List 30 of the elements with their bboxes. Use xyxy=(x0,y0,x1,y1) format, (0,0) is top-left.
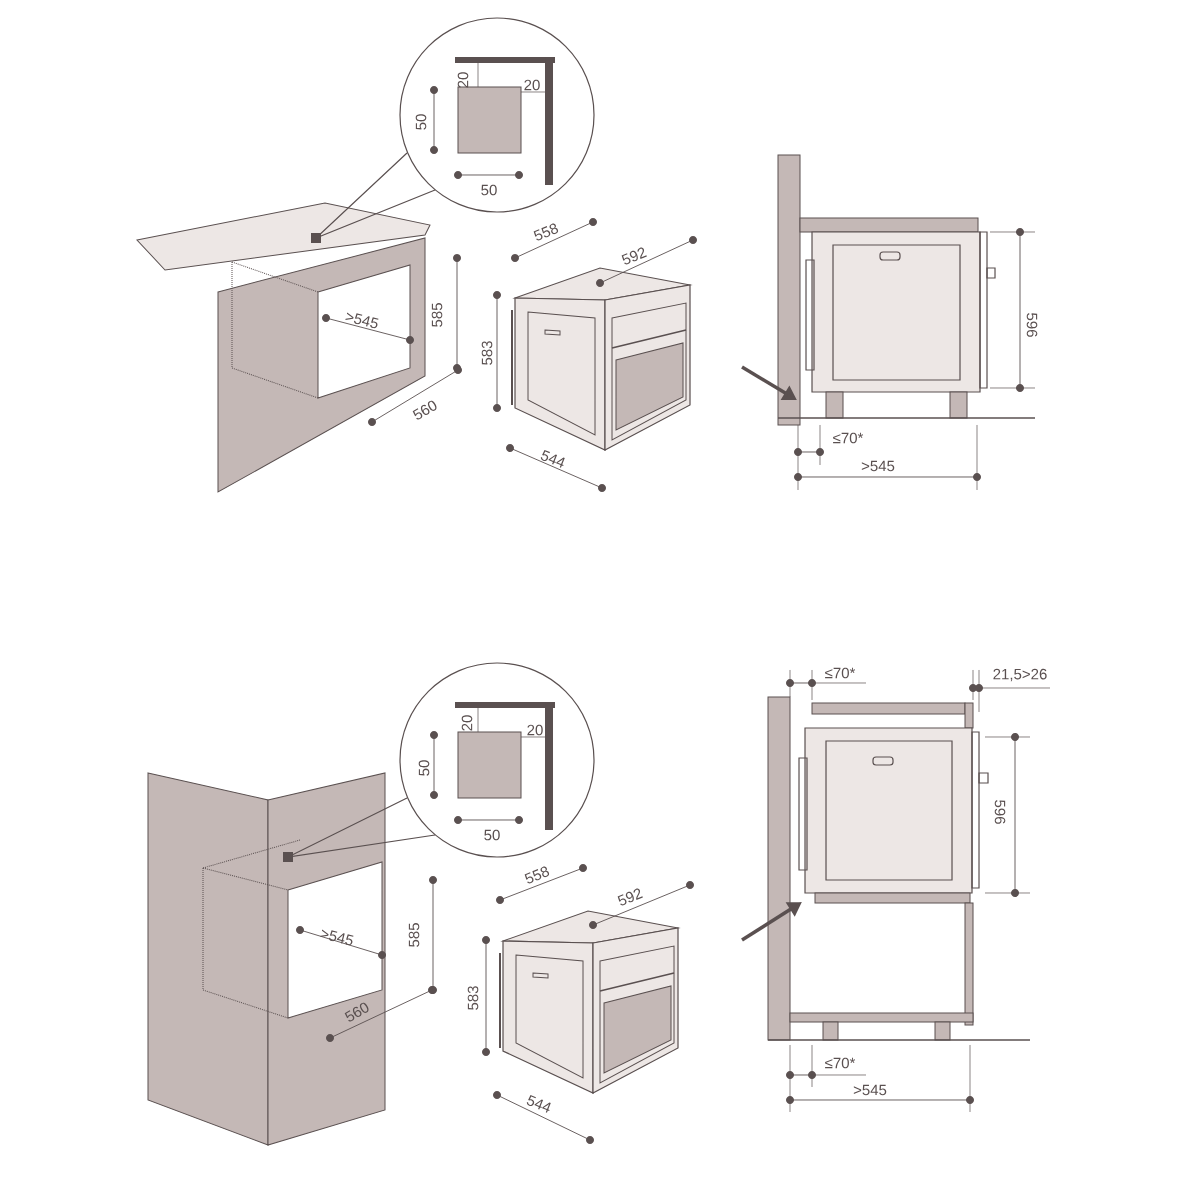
dimension-label: 558 xyxy=(533,223,559,241)
dimension-label: 560 xyxy=(412,400,437,420)
dimension-label: ≤70* xyxy=(833,432,864,444)
dimension-label: 20 xyxy=(527,724,543,736)
dimension-label: 544 xyxy=(526,1094,551,1113)
dimension-label: 592 xyxy=(621,247,647,265)
dimension-label: ≤70* xyxy=(825,1057,856,1069)
dimension-label: >545 xyxy=(320,929,354,946)
dimension-label: 21,5>26 xyxy=(993,668,1047,682)
dimension-label: 592 xyxy=(617,888,643,906)
dimension-label: 558 xyxy=(524,866,550,884)
dimension-label: >545 xyxy=(853,1084,887,1096)
dimension-label: 20 xyxy=(524,79,540,91)
dimension-label: 583 xyxy=(481,341,493,365)
dimension-label: 596 xyxy=(1026,313,1038,337)
dimension-label: ≤70* xyxy=(825,667,856,679)
dimension-label: 583 xyxy=(467,986,479,1010)
dimension-label: 50 xyxy=(418,760,430,776)
dimension-label: 50 xyxy=(481,184,497,196)
dimension-label: >545 xyxy=(345,312,379,329)
dimension-label: 585 xyxy=(408,923,420,947)
dimension-label: 20 xyxy=(457,72,469,88)
dimension-label: 544 xyxy=(540,449,565,468)
dimension-label: 20 xyxy=(461,715,473,731)
dimension-label: 596 xyxy=(994,800,1006,824)
dimension-label: 50 xyxy=(415,114,427,130)
dimension-label: 585 xyxy=(431,303,443,327)
dimension-label: 560 xyxy=(344,1002,369,1022)
dimension-label: 50 xyxy=(484,829,500,841)
dimension-label: >545 xyxy=(861,460,895,472)
